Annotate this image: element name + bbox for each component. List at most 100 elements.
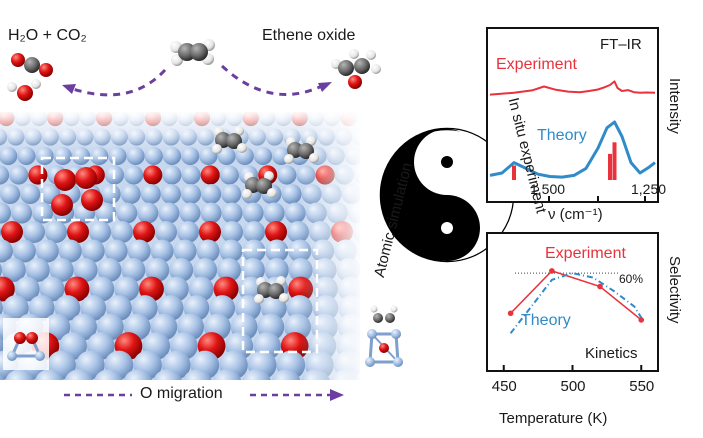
surface-silver-atom xyxy=(0,227,1,237)
surface-oxygen-atom xyxy=(199,221,221,243)
ftir-theory-label: Theory xyxy=(537,127,587,144)
kinetics-title: Kinetics xyxy=(585,345,638,362)
surface-oxygen-atom xyxy=(200,165,220,185)
migration-arrow-head xyxy=(330,389,344,401)
ftir-theory-stick xyxy=(608,153,612,180)
surface-silver-atom xyxy=(140,183,161,205)
surface-silver-atom xyxy=(73,258,98,282)
surface-silver-atom xyxy=(263,202,285,224)
surface-silver-atom xyxy=(9,165,29,185)
surface-oxygen-atom xyxy=(1,221,23,243)
o-migration-label: O migration xyxy=(140,385,223,402)
surface-silver-atom xyxy=(0,373,5,380)
surface-silver-atom xyxy=(179,202,201,224)
arrow-head-right xyxy=(318,82,332,92)
surface-silver-atom xyxy=(221,202,243,224)
surface-silver-atom xyxy=(219,165,239,185)
kinetics-y-axis-label: Selectivity xyxy=(666,256,683,324)
highlighted-oxygen-atom xyxy=(54,169,76,191)
ethene-molecule xyxy=(170,39,215,66)
surface-silver-atom xyxy=(242,202,264,224)
surface-oxygen-atom xyxy=(143,165,163,185)
ftir-theory-stick xyxy=(612,142,617,180)
surface-silver-atom xyxy=(277,165,297,185)
surface-silver-atom xyxy=(281,183,302,205)
surface-silver-atom xyxy=(137,202,159,224)
arrow-to-combustion-products xyxy=(69,68,167,97)
combustion-products-label: H₂O + CO₂ xyxy=(8,27,87,44)
kinetics-x-tick-label: 500 xyxy=(560,378,586,395)
surface-silver-atom xyxy=(271,369,301,380)
surface-silver-atom xyxy=(23,221,45,243)
inset-right-structure xyxy=(360,302,408,372)
surface-silver-atom xyxy=(45,221,67,243)
ftir-theory-stick xyxy=(512,165,516,180)
surface-silver-atom xyxy=(0,202,12,224)
surface-silver-atom xyxy=(160,183,181,205)
ftir-title: FT–IR xyxy=(600,36,642,53)
adsorbed-ethene xyxy=(212,126,247,154)
kinetics-x-tick-label: 550 xyxy=(629,378,655,395)
surface-silver-atom xyxy=(89,276,115,302)
surface-silver-atom xyxy=(100,183,121,205)
kinetics-experiment-point xyxy=(549,268,555,274)
kinetics-x-tick-label: 450 xyxy=(491,378,517,395)
kinetics-experiment-point xyxy=(507,310,514,317)
surface-silver-atom xyxy=(1,258,26,282)
highlight-box-oxygen xyxy=(40,156,116,222)
surface-silver-atom xyxy=(0,165,10,185)
surface-silver-atom xyxy=(104,239,128,263)
co2-molecule xyxy=(11,53,53,77)
surface-silver-atom xyxy=(121,258,146,282)
highlighted-oxygen-atom xyxy=(51,194,73,216)
surface-silver-atom xyxy=(116,202,138,224)
inset-left-structure xyxy=(3,318,49,370)
surface-silver-atom xyxy=(181,165,201,185)
surface-silver-atom xyxy=(34,369,64,380)
surface-silver-atom xyxy=(25,258,50,282)
surface-silver-atom xyxy=(169,258,194,282)
kinetics-panel-frame xyxy=(486,232,659,372)
surface-silver-atom xyxy=(153,369,182,380)
adsorbed-molecules xyxy=(51,126,319,304)
surface-silver-atom xyxy=(196,239,220,263)
surface-silver-atom xyxy=(240,258,265,282)
surface-silver-atom xyxy=(242,239,266,263)
surface-silver-atom xyxy=(243,221,265,243)
surface-silver-atom xyxy=(12,239,36,263)
surface-silver-atom xyxy=(177,221,199,243)
surface-silver-atom xyxy=(155,221,177,243)
surface-silver-atom xyxy=(39,276,65,302)
surface-silver-atom xyxy=(0,299,3,317)
surface-silver-atom xyxy=(2,295,29,321)
ftir-experiment-label: Experiment xyxy=(496,56,577,73)
ftir-series-theory xyxy=(489,120,656,179)
ftir-plot xyxy=(489,80,656,180)
kinetics-experiment-point xyxy=(638,317,645,323)
surface-silver-atom xyxy=(123,369,153,380)
surface-silver-atom xyxy=(14,276,40,302)
ethene-oxide-label: Ethene oxide xyxy=(262,27,356,44)
ftir-y-axis-label: Intensity xyxy=(666,78,683,134)
surface-oxygen-atom xyxy=(64,276,90,302)
surface-silver-atom xyxy=(64,369,94,380)
surface-silver-atom xyxy=(20,183,41,205)
kinetics-series-theory xyxy=(509,272,643,334)
highlighted-oxygen-atom xyxy=(81,189,103,211)
surface-oxygen-atom xyxy=(28,165,48,185)
surface-silver-atom xyxy=(120,183,141,205)
surface-silver-atom xyxy=(180,183,202,205)
surface-silver-atom xyxy=(97,258,122,282)
surface-oxygen-atom xyxy=(133,221,155,243)
surface-silver-atom xyxy=(28,295,55,321)
surface-silver-atom xyxy=(242,369,271,380)
surface-silver-atom xyxy=(182,369,212,380)
surface-silver-atom xyxy=(95,202,117,224)
surface-silver-atom xyxy=(200,202,222,224)
surface-silver-atom xyxy=(0,183,21,205)
surface-silver-atom xyxy=(150,239,174,263)
adsorbed-ethene xyxy=(242,171,277,199)
surface-silver-atom xyxy=(58,239,82,263)
kinetics-theory-label: Theory xyxy=(521,312,571,329)
surface-oxygen-atom xyxy=(67,221,89,243)
